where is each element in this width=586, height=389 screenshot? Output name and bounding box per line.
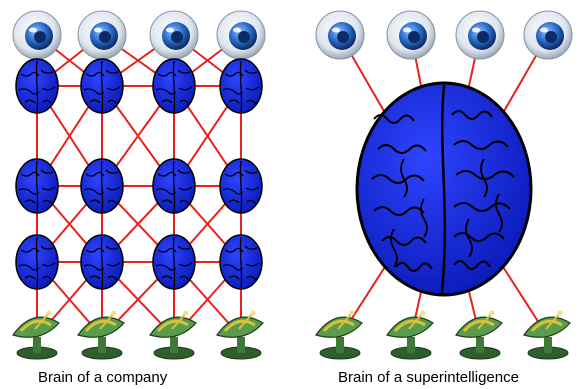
satellite-dish-icon	[316, 311, 362, 360]
brain-icon	[16, 235, 58, 289]
network-nodes	[13, 11, 572, 359]
brain-icon	[16, 59, 58, 113]
brain-icon	[153, 235, 195, 289]
caption-company-brain: Brain of a company	[38, 370, 167, 385]
brain-icon	[220, 59, 262, 113]
eye-icon	[456, 11, 504, 59]
eye-icon	[316, 11, 364, 59]
brain-icon	[220, 235, 262, 289]
satellite-dish-icon	[13, 311, 59, 360]
brain-icon	[16, 159, 58, 213]
left-network-connections	[37, 35, 241, 337]
brain-icon	[153, 59, 195, 113]
eye-icon	[13, 11, 61, 59]
eye-icon	[524, 11, 572, 59]
satellite-dish-icon	[524, 311, 570, 360]
satellite-dish-icon	[387, 311, 433, 360]
caption-superintelligence-brain: Brain of a superintelligence	[338, 370, 519, 385]
eye-icon	[387, 11, 435, 59]
eye-icon	[217, 11, 265, 59]
eye-icon	[150, 11, 198, 59]
brain-icon	[220, 159, 262, 213]
satellite-dish-icon	[456, 311, 502, 360]
brain-icon	[81, 235, 123, 289]
large-brain-icon	[357, 83, 531, 295]
brain-icon	[153, 159, 195, 213]
eye-icon	[78, 11, 126, 59]
brain-icon	[81, 159, 123, 213]
brain-icon	[81, 59, 123, 113]
